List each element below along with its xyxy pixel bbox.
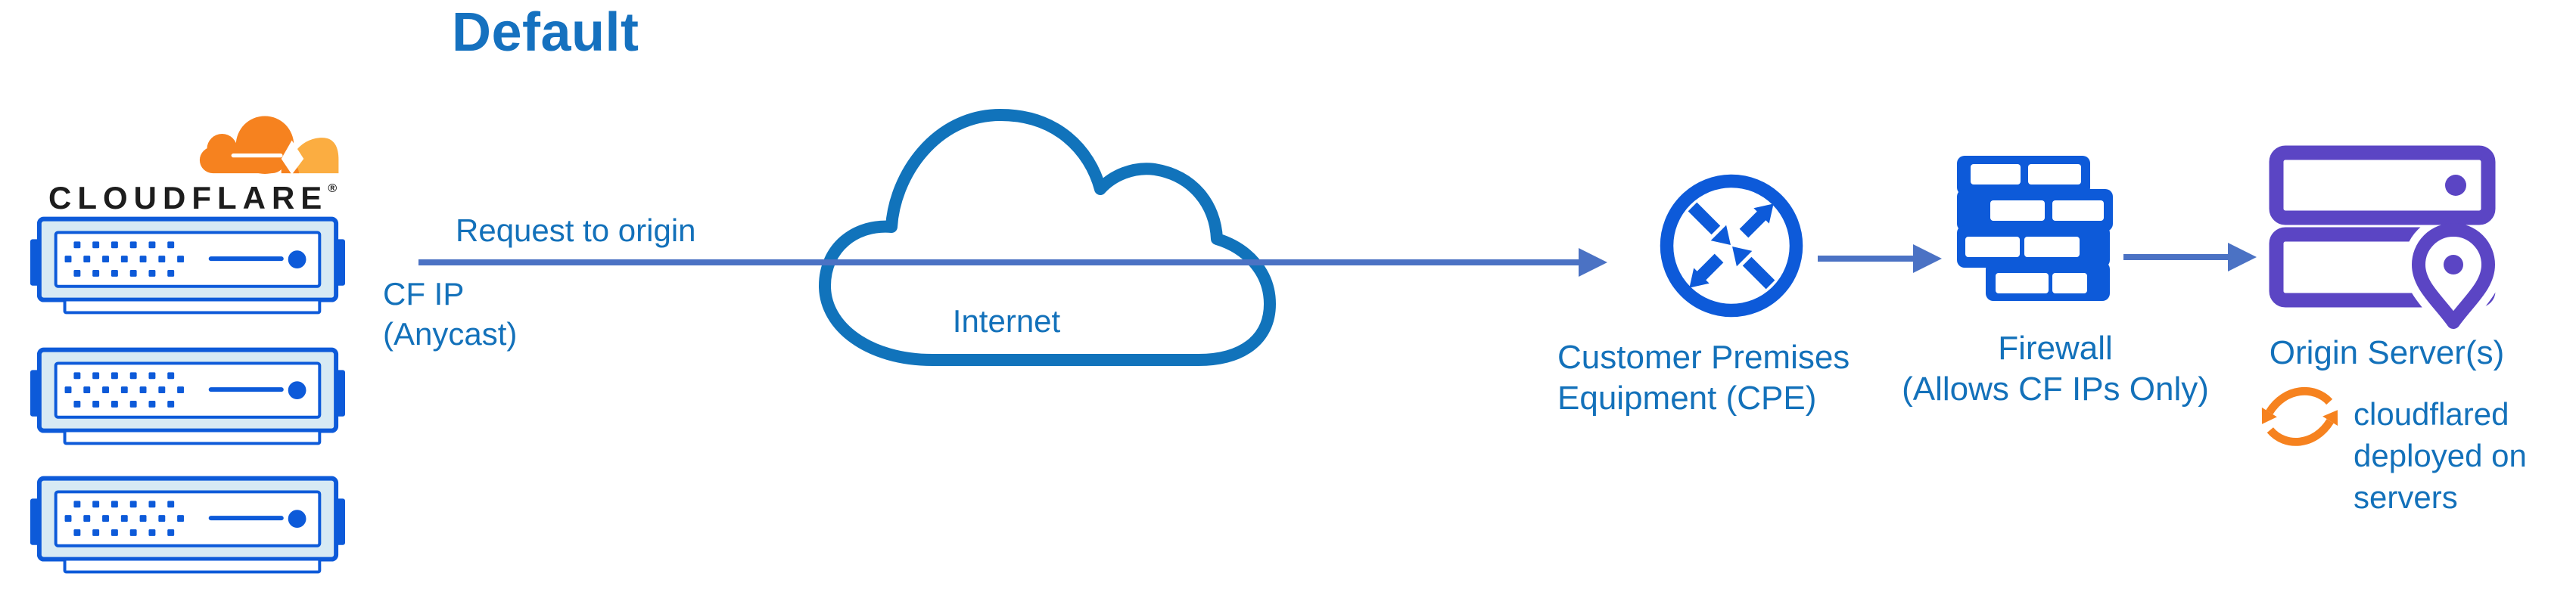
cpe-label-line2: Equipment (CPE)	[1557, 380, 1817, 417]
firewall-to-origin-arrowhead-icon	[2228, 243, 2257, 271]
request-arrow-line	[418, 259, 1582, 265]
cloudflare-server-rack-icon-1	[30, 216, 345, 318]
cpe-router-icon	[1654, 168, 1809, 324]
internet-label: Internet	[952, 303, 1061, 339]
cloudflare-server-rack-icon-2	[30, 347, 345, 448]
cloudflare-logo-cloud-icon	[189, 107, 341, 180]
cpe-label-line1: Customer Premises	[1557, 339, 1850, 376]
request-arrow-label: Request to origin	[456, 212, 696, 248]
cf-ip-label-line1: CF IP	[383, 276, 465, 312]
cf-ip-label: CF IP (Anycast)	[383, 274, 517, 354]
origin-label: Origin Server(s)	[2269, 334, 2505, 371]
firewall-icon	[1957, 156, 2113, 301]
cloudflared-note-line2: deployed on	[2354, 438, 2527, 473]
cloudflare-wordmark: CLOUDFLARE®	[48, 180, 337, 216]
diagram-title: Default	[452, 2, 639, 63]
registered-mark: ®	[328, 182, 338, 195]
firewall-label-line1: Firewall	[1998, 330, 2113, 367]
cloudflare-brand-text: CLOUDFLARE	[48, 180, 328, 216]
origin-servers-icon	[2267, 145, 2502, 334]
cpe-to-firewall-arrowhead-icon	[1913, 244, 1942, 273]
cloudflared-note-line1: cloudflared	[2354, 396, 2509, 432]
cpe-to-firewall-arrow-line	[1818, 256, 1916, 262]
cloudflared-note: cloudflared deployed on servers	[2354, 393, 2527, 518]
sync-arrows-icon	[2255, 383, 2344, 454]
location-pin-icon	[2269, 145, 2502, 334]
cloudflare-server-rack-icon-3	[30, 476, 345, 577]
firewall-label: Firewall (Allows CF IPs Only)	[1881, 328, 2229, 410]
firewall-to-origin-arrow-line	[2123, 254, 2231, 260]
request-arrowhead-icon	[1579, 248, 1607, 277]
cloudflared-note-line3: servers	[2354, 479, 2458, 515]
internet-cloud-icon	[819, 101, 1282, 375]
firewall-label-line2: (Allows CF IPs Only)	[1902, 371, 2209, 408]
cpe-label: Customer Premises Equipment (CPE)	[1557, 337, 1850, 419]
cf-ip-label-line2: (Anycast)	[383, 316, 518, 352]
